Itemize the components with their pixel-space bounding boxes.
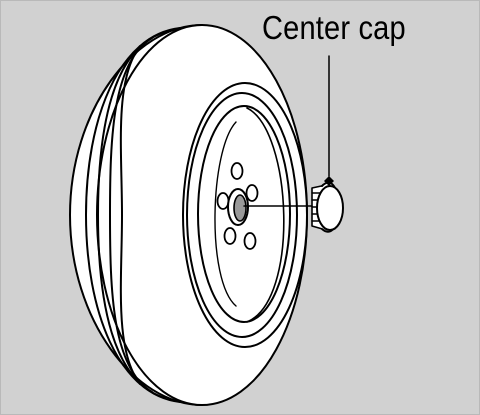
- tread-groove: [85, 27, 181, 403]
- lug-hole: [230, 162, 244, 180]
- tread-groove: [109, 37, 153, 393]
- center-cap-label: Center cap: [262, 9, 406, 46]
- tread-groove: [119, 45, 141, 385]
- callout-leader: [243, 55, 334, 207]
- rim-highlight: [246, 107, 285, 323]
- rim-inner-lip: [197, 105, 291, 323]
- rim-dish-edge: [214, 121, 237, 307]
- lug-holes: [216, 162, 259, 250]
- lug-hole: [245, 184, 259, 202]
- callout-leader-diamond: [324, 176, 334, 186]
- lug-hole: [243, 232, 257, 250]
- tread-groove: [97, 31, 166, 399]
- center-bore: [227, 188, 249, 226]
- cap-face: [316, 185, 344, 231]
- center-bore-inner: [233, 194, 247, 222]
- lug-hole: [223, 227, 237, 245]
